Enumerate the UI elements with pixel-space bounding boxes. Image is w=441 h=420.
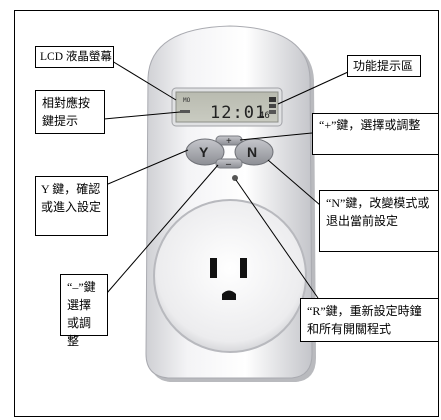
lcd-mode-indicator: MO	[183, 97, 191, 104]
callout-plus-key-text: “+”鍵，選擇或調整	[319, 118, 421, 132]
callout-relative-key-text: 相對應按鍵提示	[42, 96, 91, 128]
lcd-seconds: 46	[259, 111, 270, 121]
outlet-face	[153, 199, 307, 353]
callout-y-key: Y 鍵，確認或進入設定	[35, 176, 108, 236]
y-button-label: Y	[199, 144, 209, 160]
callout-minus-key-text: “–”鍵選擇或調整	[67, 280, 96, 348]
minus-button[interactable]	[215, 158, 243, 169]
callout-n-key: “N”鍵，改變模式或退出當前設定	[319, 190, 439, 252]
callout-minus-key: “–”鍵選擇或調整	[60, 274, 108, 348]
callout-lcd-text: LCD 液晶螢幕	[40, 51, 112, 63]
lcd-time: 12:01	[210, 103, 266, 123]
callout-n-key-text: “N”鍵，改變模式或退出當前設定	[326, 196, 430, 228]
callout-function-area: 功能提示區	[347, 55, 421, 77]
callout-lcd-screen: LCD 液晶螢幕	[35, 46, 114, 68]
plus-button-label: +	[226, 136, 232, 147]
key-hint-icon	[180, 110, 190, 113]
callout-y-key-text: Y 鍵，確認或進入設定	[41, 182, 102, 214]
callout-plus-key: “+”鍵，選擇或調整	[312, 113, 439, 155]
callout-r-key-text: “R”鍵，重新設定時鐘和所有開關程式	[307, 304, 422, 336]
plus-button[interactable]	[215, 135, 243, 146]
minus-button-label: –	[225, 159, 232, 170]
outlet-ground-hole	[222, 290, 236, 300]
reset-button[interactable]	[232, 175, 238, 181]
callout-relative-key: 相對應按鍵提示	[35, 90, 105, 134]
function-indicator-icon	[269, 97, 276, 102]
callout-r-key: “R”鍵，重新設定時鐘和所有開關程式	[300, 298, 439, 342]
function-indicator-icon	[269, 104, 276, 108]
lcd-screen	[175, 91, 279, 123]
outlet-slot-left	[210, 258, 217, 278]
callout-function-area-text: 功能提示區	[353, 59, 414, 73]
outlet-slot-right	[240, 258, 247, 278]
n-button-label: N	[247, 144, 257, 160]
function-indicator-icon	[269, 110, 276, 114]
